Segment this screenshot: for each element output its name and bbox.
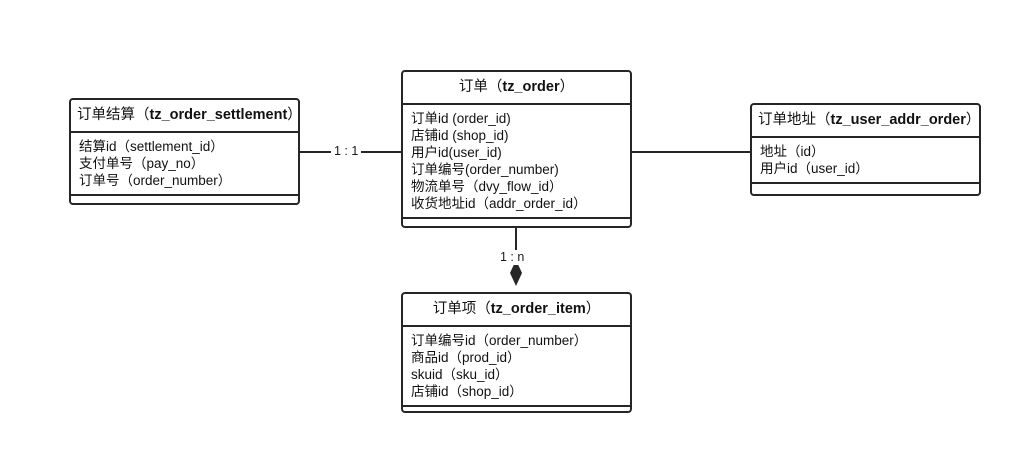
paren-open: （ xyxy=(487,79,503,95)
entity-title-order: 订单（tz_order） xyxy=(403,72,630,105)
entity-footer-order xyxy=(403,219,630,243)
entity-footer-user-addr-order xyxy=(752,184,979,211)
entity-attributes-order-item: 订单编号id（order_number） 商品id（prod_id） skuid… xyxy=(403,327,630,407)
entity-title-order-item: 订单项（tz_order_item） xyxy=(403,294,630,327)
entity-table-name: tz_order_settlement xyxy=(149,107,288,123)
entity-cn-name: 订单结算 xyxy=(77,107,135,123)
attribute-row: 物流单号（dvy_flow_id） xyxy=(411,178,563,194)
entity-table-name: tz_user_addr_order xyxy=(830,112,966,128)
paren-close: ） xyxy=(965,112,981,128)
attribute-row: 收货地址id（addr_order_id） xyxy=(411,195,587,211)
connector-order-orderitem xyxy=(515,227,517,267)
attribute-row: skuid（sku_id） xyxy=(411,366,509,382)
attribute-row: 用户id（user_id） xyxy=(760,160,869,176)
entity-table-name: tz_order xyxy=(502,79,560,95)
entity-footer-order-settlement xyxy=(71,196,298,222)
relationship-label-settlement-order: 1 : 1 xyxy=(331,144,362,159)
crowfoot-diamond-icon xyxy=(506,260,526,291)
paren-close: ） xyxy=(287,107,302,123)
attribute-row: 店铺id (shop_id) xyxy=(411,127,509,143)
entity-cn-name: 订单 xyxy=(458,79,488,95)
entity-attributes-user-addr-order: 地址（id） 用户id（user_id） xyxy=(752,138,979,184)
attribute-row: 订单编号(order_number) xyxy=(411,161,559,177)
attribute-row: 订单id (order_id) xyxy=(411,110,511,126)
entity-footer-order-item xyxy=(403,407,630,431)
paren-open: （ xyxy=(476,301,491,317)
entity-order[interactable]: 订单（tz_order） 订单id (order_id) 店铺id (shop_… xyxy=(401,70,632,228)
entity-title-order-settlement: 订单结算（tz_order_settlement） xyxy=(71,100,302,133)
entity-title-user-addr-order: 订单地址（tz_user_addr_order） xyxy=(752,105,981,138)
entity-order-item[interactable]: 订单项（tz_order_item） 订单编号id（order_number） … xyxy=(401,292,632,413)
attribute-row: 订单编号id（order_number） xyxy=(411,332,588,348)
attribute-row: 商品id（prod_id） xyxy=(411,349,521,365)
entity-user-addr-order[interactable]: 订单地址（tz_user_addr_order） 地址（id） 用户id（use… xyxy=(750,103,981,196)
entity-attributes-order: 订单id (order_id) 店铺id (shop_id) 用户id(user… xyxy=(403,105,630,219)
attribute-row: 订单号（order_number） xyxy=(79,172,232,188)
attribute-row: 用户id(user_id) xyxy=(411,144,502,160)
attribute-row: 支付单号（pay_no） xyxy=(79,155,205,171)
entity-cn-name: 订单项 xyxy=(432,301,477,317)
connector-order-address xyxy=(631,151,750,153)
entity-attributes-order-settlement: 结算id（settlement_id） 支付单号（pay_no） 订单号（ord… xyxy=(71,133,298,196)
paren-close: ） xyxy=(559,79,575,95)
paren-open: （ xyxy=(135,107,150,123)
paren-open: （ xyxy=(816,112,831,128)
attribute-row: 店铺id（shop_id） xyxy=(411,383,523,399)
entity-table-name: tz_order_item xyxy=(490,301,586,317)
paren-close: ） xyxy=(585,301,601,317)
relationship-label-order-orderitem: 1 : n xyxy=(497,250,528,265)
entity-order-settlement[interactable]: 订单结算（tz_order_settlement） 结算id（settlemen… xyxy=(69,98,302,205)
entity-cn-name: 订单地址 xyxy=(758,112,816,128)
attribute-row: 结算id（settlement_id） xyxy=(79,138,224,154)
attribute-row: 地址（id） xyxy=(760,143,825,159)
